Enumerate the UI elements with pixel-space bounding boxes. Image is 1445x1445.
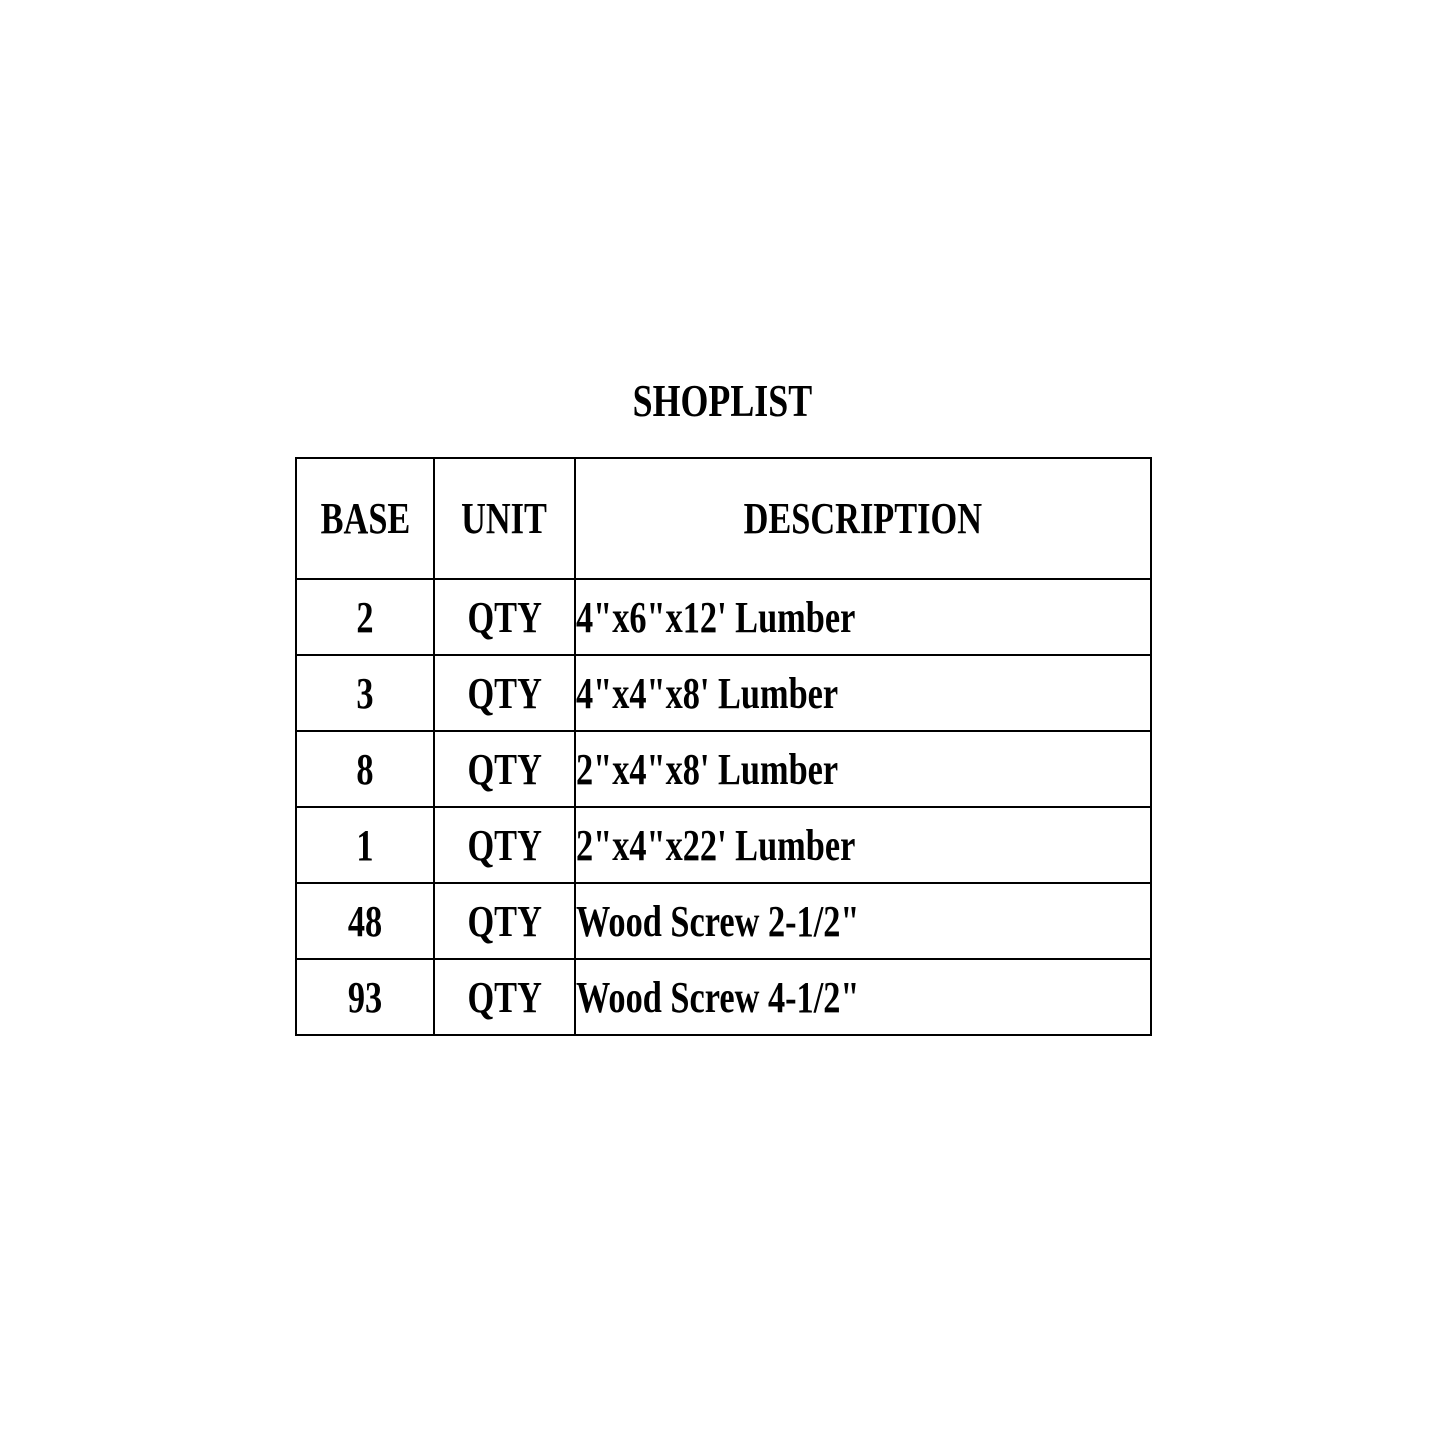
base-cell: 2 bbox=[295, 578, 435, 656]
description-cell: 2"x4"x22' Lumber bbox=[574, 806, 1152, 884]
unit-cell: QTY bbox=[433, 958, 576, 1036]
table-row: 8 QTY 2"x4"x8' Lumber bbox=[295, 730, 1152, 808]
description-cell: 4"x4"x8' Lumber bbox=[574, 654, 1152, 732]
base-cell: 8 bbox=[295, 730, 435, 808]
table-row: 93 QTY Wood Screw 4-1/2" bbox=[295, 958, 1152, 1036]
unit-cell: QTY bbox=[433, 654, 576, 732]
table-row: 48 QTY Wood Screw 2-1/2" bbox=[295, 882, 1152, 960]
base-cell: 3 bbox=[295, 654, 435, 732]
table-row: 2 QTY 4"x6"x12' Lumber bbox=[295, 578, 1152, 656]
base-cell: 48 bbox=[295, 882, 435, 960]
unit-cell: QTY bbox=[433, 882, 576, 960]
column-header-base: BASE bbox=[295, 457, 435, 580]
description-cell: Wood Screw 4-1/2" bbox=[574, 958, 1152, 1036]
column-header-description: DESCRIPTION bbox=[574, 457, 1152, 580]
table-header-row: BASE UNIT DESCRIPTION bbox=[295, 457, 1152, 580]
page-title: SHOPLIST bbox=[632, 375, 813, 426]
description-cell: 4"x6"x12' Lumber bbox=[574, 578, 1152, 656]
description-cell: Wood Screw 2-1/2" bbox=[574, 882, 1152, 960]
unit-cell: QTY bbox=[433, 730, 576, 808]
table-row: 1 QTY 2"x4"x22' Lumber bbox=[295, 806, 1152, 884]
description-cell: 2"x4"x8' Lumber bbox=[574, 730, 1152, 808]
table-row: 3 QTY 4"x4"x8' Lumber bbox=[295, 654, 1152, 732]
unit-cell: QTY bbox=[433, 806, 576, 884]
column-header-unit: UNIT bbox=[433, 457, 576, 580]
unit-cell: QTY bbox=[433, 578, 576, 656]
base-cell: 93 bbox=[295, 958, 435, 1036]
base-cell: 1 bbox=[295, 806, 435, 884]
shoplist-table: BASE UNIT DESCRIPTION 2 QTY 4"x6"x12' Lu… bbox=[295, 457, 1152, 1036]
